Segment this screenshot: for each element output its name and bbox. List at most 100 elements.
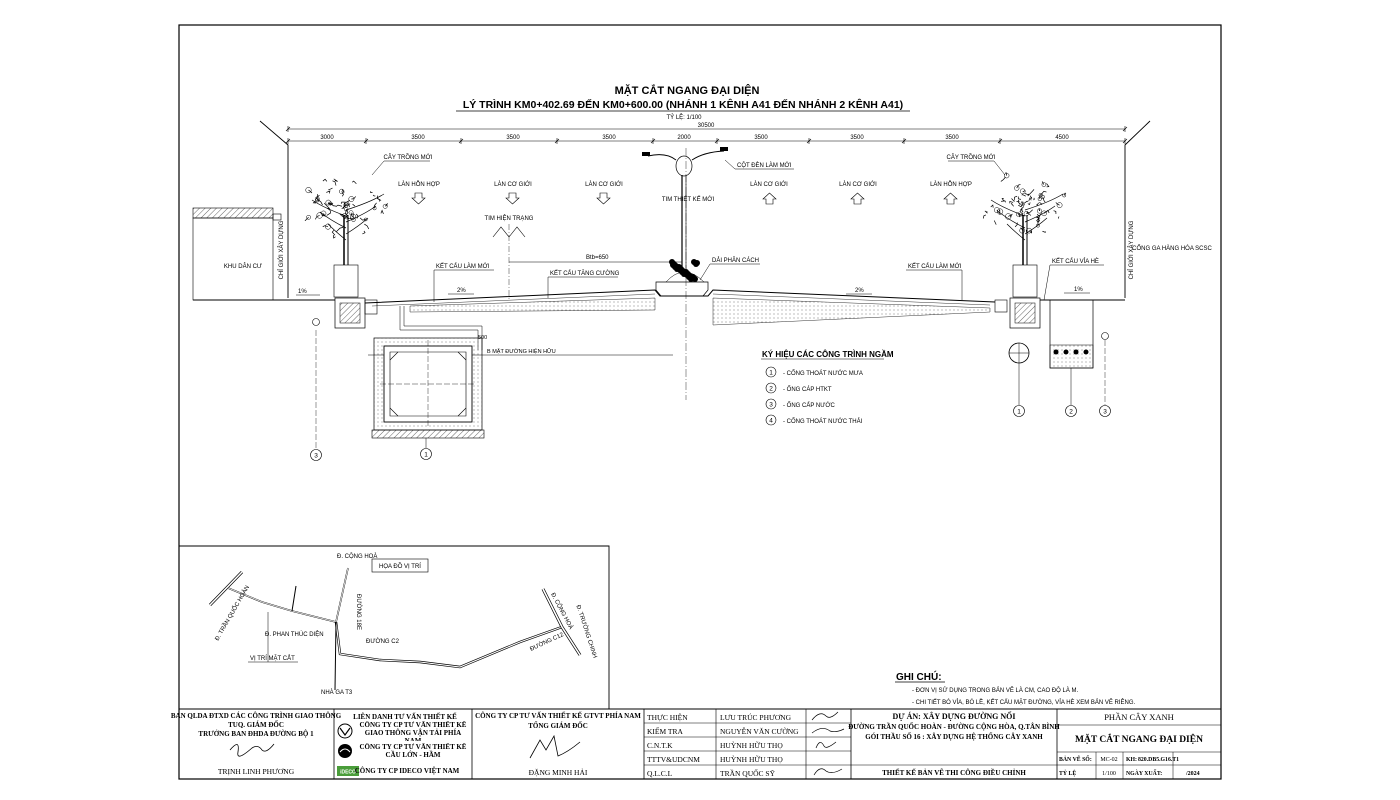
sheet-no-label: BẢN VẼ SỐ: [1059, 755, 1092, 763]
svg-text:- ỐNG CÁP HTKT: - ỐNG CÁP HTKT [783, 386, 832, 393]
dim-seg-1: 3000 [320, 135, 334, 141]
dim-total: 30500 [698, 123, 715, 129]
svg-text:3: 3 [769, 402, 773, 409]
director-signature-icon [529, 734, 581, 759]
arrow-down-icon [505, 192, 520, 205]
jv-company-3: CÔNG TY CP IDECO VIỆT NAM [355, 767, 460, 775]
residential-label: KHU DÂN CƯ [224, 263, 262, 270]
role-name-3: HUỲNH HỮU THỌ [720, 740, 783, 750]
existing-width-label: B MẶT ĐƯỜNG HIỆN HỮU [487, 347, 556, 355]
dim-seg-8: 3500 [945, 135, 959, 141]
arrow-up-icon [762, 192, 777, 205]
btb-label: Btb=650 [586, 255, 609, 261]
map-title: HỌA ĐỒ VỊ TRÍ [379, 563, 421, 570]
tree-right-label: CÂY TRỒNG MỚI [947, 154, 996, 161]
owner-line-3: TRƯỞNG BAN ĐHDA ĐƯỜNG BỘ 1 [198, 730, 314, 738]
lane-motor-3: LÀN CƠ GIỚI [750, 181, 788, 188]
notes-title: GHI CHÚ: [896, 670, 942, 683]
legend-item: 3 - ỐNG CẤP NƯỚC [765, 398, 835, 410]
svg-text:- ỐNG CẤP NƯỚC: - ỐNG CẤP NƯỚC [783, 402, 835, 409]
underground-utilities-right [315, 299, 1106, 449]
legend-item: 4 - CỐNG THOÁT NƯỚC THẢI [765, 414, 863, 426]
road-section: 1% 2% 2% 1% [193, 271, 1125, 329]
svg-text:2: 2 [769, 386, 773, 393]
code-value: 820.DB5.G16.T1 [1138, 757, 1179, 763]
owner-line-1: BAN QLDA ĐTXD CÁC CÔNG TRÌNH GIAO THÔNG [171, 712, 342, 720]
note-2: - CHI TIẾT BÓ VỈA, BÓ LỀ, KẾT CẤU MẶT ĐƯ… [912, 698, 1136, 706]
build-line-left: CHỈ GIỚI XÂY DỰNG [278, 220, 285, 279]
dim-seg-9: 4500 [1055, 135, 1069, 141]
map-phan-thuc-dien: Đ. PHAN THÚC DIỆN [265, 630, 324, 638]
lane-mixed-left: LÀN HỖN HỢP [398, 181, 440, 188]
median-shrub-icon [669, 259, 700, 282]
lane-motor-4: LÀN CƠ GIỚI [839, 181, 877, 188]
consultant-name: CÔNG TY CP TƯ VẤN THIẾT KẾ GTVT PHÍA NAM [475, 712, 641, 720]
date-value: /2024 [1185, 771, 1200, 777]
scale-label: TỶ LỆ [1059, 769, 1076, 777]
design-center-label: TIM THIẾT KẾ MỚI [662, 196, 715, 203]
role-name-2: NGUYỄN VĂN CƯỜNG [720, 725, 799, 736]
station-label: CỔNG GA HÀNG HÓA SCSC [1132, 245, 1212, 252]
lane-labels: LÀN HỖN HỢP LÀN CƠ GIỚI LÀN CƠ GIỚI LÀN … [398, 181, 972, 205]
tree-right-icon [982, 172, 1067, 298]
arrow-down-icon [596, 192, 611, 205]
director-title: TỔNG GIÁM ĐỐC [528, 722, 588, 730]
design-stage: THIẾT KẾ BẢN VẼ THI CÔNG ĐIỀU CHỈNH [882, 769, 1026, 777]
svg-text:- CỐNG THOÁT NƯỚC THẢI: - CỐNG THOÁT NƯỚC THẢI [783, 418, 863, 425]
project-line-2: ĐƯỜNG TRẦN QUỐC HOÀN - ĐƯỜNG CỘNG HÒA, Q… [848, 723, 1060, 731]
code-label: KH: [1126, 757, 1137, 763]
marker-3-left: 3 [314, 453, 318, 460]
drawing-title: MẶT CẮT NGANG ĐẠI DIỆN LÝ TRÌNH KM0+402.… [456, 84, 910, 121]
role-name-5: TRẦN QUỐC SỸ [720, 768, 776, 778]
role-name-4: HUỲNH HỮU THỌ [720, 754, 783, 764]
sheet-border [178, 24, 1222, 780]
ideco-logo-icon [337, 766, 359, 776]
tree-left-label: CÂY TRỒNG MỚI [384, 154, 433, 161]
light-pole-icon: TIM THIẾT KẾ MỚI CỘT ĐÈN LÀM MỚI [642, 147, 794, 400]
role-name-1: LƯU TRÚC PHƯƠNG [720, 712, 792, 722]
map-ga-t3: NHÀ GA T3 [321, 689, 353, 696]
part-label: PHẦN CÂY XANH [1104, 712, 1174, 722]
jv-title: LIÊN DANH TƯ VẤN THIẾT KẾ [353, 713, 457, 721]
arrow-up-icon [943, 192, 958, 205]
owner-name: TRỊNH LINH PHƯƠNG [218, 767, 295, 776]
dim-seg-6: 3500 [754, 135, 768, 141]
notes: GHI CHÚ: - ĐƠN VỊ SỬ DỤNG TRONG BẢN VẼ L… [895, 670, 1136, 706]
existing-center-label: TIM HIỆN TRẠNG [485, 214, 534, 222]
slope-right-2: 2% [855, 288, 864, 294]
role-3: C.N.T.K [647, 741, 673, 750]
dim-seg-3: 3500 [506, 135, 520, 141]
dim-seg-5: 2000 [677, 135, 691, 141]
map-tran-quoc-hoan: Đ. TRẦN QUỐC HOÀN [214, 584, 251, 642]
marker-2-right: 2 [1069, 409, 1073, 416]
sheet-no: MC-02 [1100, 757, 1117, 763]
signature-icon [815, 741, 837, 749]
location-map: HỌA ĐỒ VỊ TRÍ Đ. CỘNG HOÀ Đ. TRẦN QUỐC H… [179, 545, 610, 709]
lane-mixed-right: LÀN HỖN HỢP [930, 181, 972, 188]
arrow-down-icon [411, 192, 426, 205]
note-1: - ĐƠN VỊ SỬ DỤNG TRONG BẢN VẼ LÀ CM, CAO… [912, 687, 1079, 694]
title-line-1: MẶT CẮT NGANG ĐẠI DIỆN [615, 84, 760, 97]
structure-labels: KẾT CẤU LÀM MỚI KẾT CẤU TĂNG CƯỜNG Btb=6… [368, 245, 1213, 356]
dim-seg-4: 3500 [602, 135, 616, 141]
slope-right-1: 1% [1074, 287, 1083, 293]
project-line-3: GÓI THẦU SỐ 16 : XÂY DỰNG HỆ THỐNG CÂY X… [865, 733, 1043, 741]
sidewalk-label: KẾT CẤU VỈA HÈ [1052, 258, 1099, 265]
light-pole-label: CỘT ĐÈN LÀM MỚI [737, 162, 792, 169]
map-section-pos: VỊ TRÍ MẶT CẮT [250, 654, 295, 662]
utility-markers: 3 1 1 2 3 [310, 318, 1111, 461]
map-road-c2: ĐƯỜNG C2 [366, 638, 400, 645]
map-road-c12: ĐƯỜNG C12 [529, 631, 565, 653]
dim-seg-7: 3500 [850, 135, 864, 141]
signature-icon [811, 711, 839, 721]
signature-icon [811, 728, 845, 734]
role-4: TTTV&UDCNM [647, 755, 700, 764]
slope-left-1: 1% [298, 289, 307, 295]
existing-center-mark: TIM HIỆN TRẠNG [485, 214, 534, 300]
marker-1-left: 1 [424, 452, 428, 459]
sheet-title: MẶT CẮT NGANG ĐẠI DIỆN [1075, 732, 1203, 745]
scale-value: 1/100 [1102, 771, 1116, 777]
title-block: BAN QLDA ĐTXD CÁC CÔNG TRÌNH GIAO THÔNG … [171, 708, 1221, 779]
lane-motor-2: LÀN CƠ GIỚI [585, 181, 623, 188]
signature-icon [813, 768, 843, 776]
